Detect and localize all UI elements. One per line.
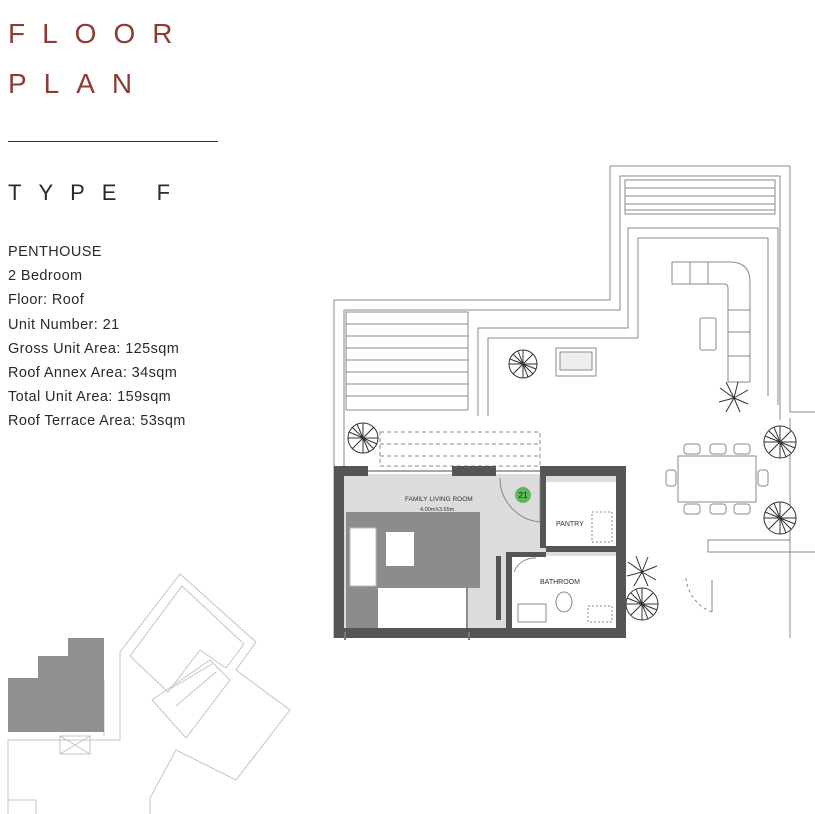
floor-plan-drawing: FAMILY LIVING ROOM 4.00mX3.65m PANTRY BA… (333, 165, 815, 640)
terrace-outline-outer (333, 165, 815, 638)
plant-4 (763, 425, 797, 459)
detail-gross-area: Gross Unit Area: 125sqm (8, 340, 180, 357)
key-plan-drawing (7, 573, 291, 814)
room-label-family: FAMILY LIVING ROOM (405, 496, 473, 503)
room-label-bathroom: BATHROOM (540, 579, 580, 586)
unit-number-badge-text: 21 (519, 491, 528, 500)
terrace-step-2 (487, 237, 769, 416)
bbq-unit (555, 347, 597, 377)
bath-toilet (555, 591, 573, 613)
plant-1 (508, 349, 538, 379)
bath-sink (517, 603, 547, 623)
plant-7 (625, 587, 659, 621)
top-planter (624, 179, 776, 215)
terrace-outline-inner (343, 175, 781, 638)
plants (347, 349, 797, 621)
plant-2 (347, 422, 379, 454)
coffee-table (699, 317, 717, 351)
left-deck (345, 311, 469, 411)
unit-walls (334, 466, 626, 638)
living-daybed (349, 527, 377, 587)
unit-details-list: PENTHOUSE 2 Bedroom Floor: Roof Unit Num… (8, 240, 186, 434)
bathroom-door-swing (513, 557, 537, 573)
dining-table (677, 455, 757, 503)
pergola-dashed (379, 431, 541, 467)
detail-unit-number: Unit Number: 21 (8, 316, 120, 333)
detail-floor: Floor: Roof (8, 292, 85, 309)
page-title-line-1: FLOOR (8, 18, 190, 49)
plant-5 (763, 501, 797, 535)
detail-annex-area: Roof Annex Area: 34sqm (8, 365, 178, 382)
unit-interior (340, 474, 620, 634)
detail-terrace-area: Roof Terrace Area: 53sqm (8, 413, 186, 430)
room-label-pantry: PANTRY (556, 521, 584, 528)
dining-chairs (665, 443, 769, 515)
bath-shower (587, 605, 613, 623)
unit-type-label: TYPE F (8, 180, 188, 205)
plant-3 (718, 381, 749, 413)
living-table (386, 532, 414, 566)
entry-door-swing (499, 477, 541, 523)
detail-category: PENTHOUSE (8, 244, 102, 260)
detail-total-area: Total Unit Area: 159sqm (8, 389, 172, 406)
detail-bedrooms: 2 Bedroom (8, 268, 83, 285)
l-sofa (671, 261, 751, 383)
title-divider (8, 141, 218, 142)
key-outline (7, 573, 291, 814)
room-label-family-dims: 4.00mX3.65m (420, 507, 455, 513)
terrace-step-1 (477, 227, 779, 416)
unit-number-badge (515, 487, 531, 503)
pantry-counter (591, 511, 613, 543)
key-plan-highlight (8, 638, 104, 732)
living-rug (378, 588, 466, 628)
plant-6 (626, 555, 658, 587)
page-title-line-2: PLAN (8, 68, 150, 99)
